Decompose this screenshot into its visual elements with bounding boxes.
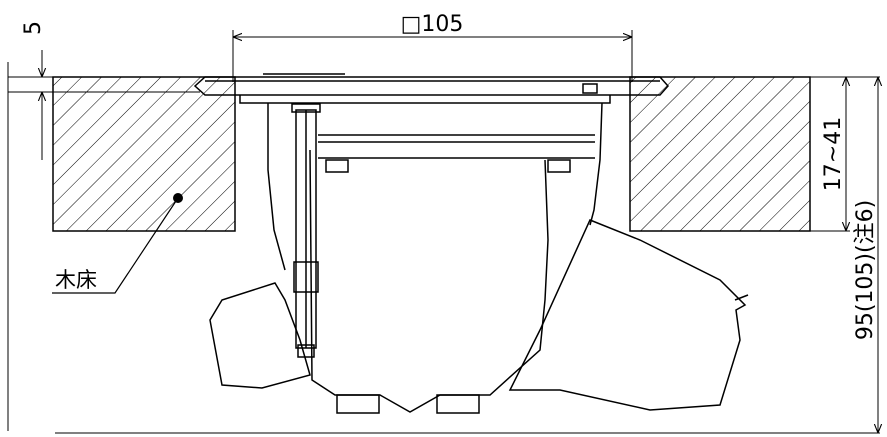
floor-material-label: 木床	[55, 268, 97, 292]
floor-thickness-dimension: 17~41	[821, 77, 846, 231]
wood-floor-right	[629, 76, 811, 232]
floor-thickness-value: 17~41	[821, 117, 846, 191]
flange-thickness-value: 5	[21, 21, 46, 35]
flange-thickness-dimension: 5	[21, 21, 46, 120]
top-width-value: □105	[401, 12, 464, 37]
drain-body	[193, 73, 749, 414]
grate-flange	[193, 76, 670, 96]
total-depth-value: 95(105)(注6)	[853, 200, 878, 340]
top-width-dimension: □105	[233, 12, 632, 37]
total-depth-dimension: 95(105)(注6)	[853, 77, 878, 433]
extension-lines	[7, 30, 880, 434]
floor-leader-line	[52, 197, 179, 294]
wood-floor-left	[52, 76, 236, 232]
